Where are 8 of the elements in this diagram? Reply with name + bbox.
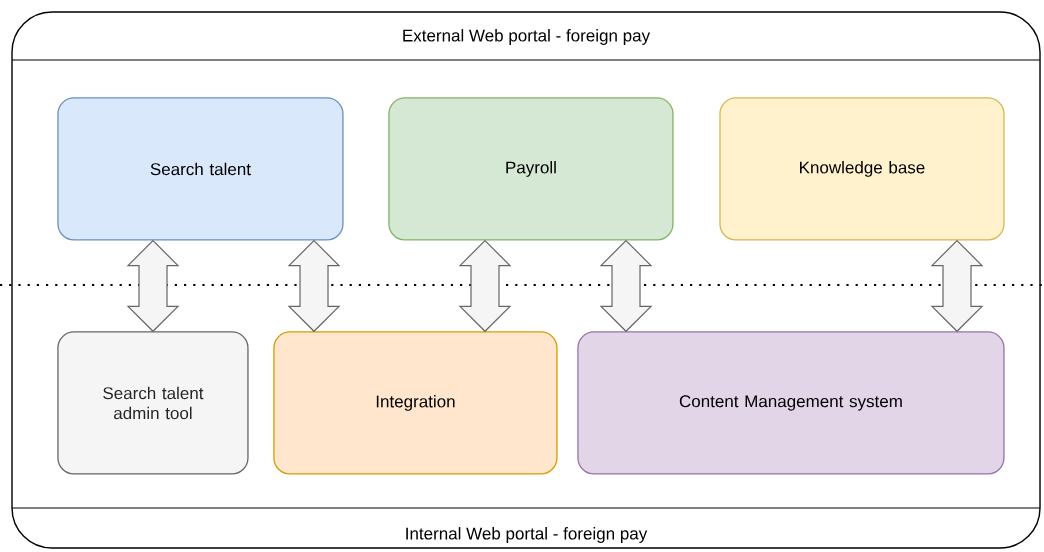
portal-title: Internal Web portal - foreign pay	[406, 527, 648, 543]
process-box: Integration	[273, 331, 558, 475]
process-box: Payroll	[388, 97, 674, 241]
process-box: Content Management system	[577, 331, 1005, 475]
portal-title: External Web portal - foreign pay	[403, 29, 651, 45]
process-box: Search talent	[57, 97, 344, 241]
process-box: Search talent admin tool	[57, 331, 249, 475]
process-box: Knowledge base	[719, 97, 1005, 241]
